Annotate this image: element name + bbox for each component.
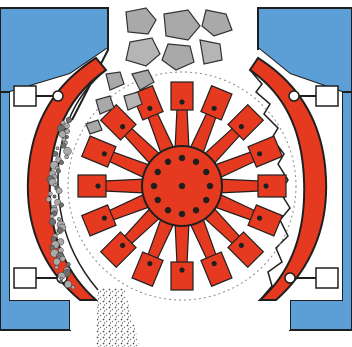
rock-fragment bbox=[56, 169, 61, 174]
rock-fragment bbox=[64, 147, 72, 155]
rock-fragment bbox=[57, 217, 61, 221]
hub-bolt-hole bbox=[151, 183, 157, 189]
rock-fragment bbox=[50, 214, 54, 218]
rock-fragment bbox=[56, 147, 59, 150]
hub-bolt-hole bbox=[165, 207, 171, 213]
rock-fragment bbox=[49, 219, 56, 226]
rock-fragment bbox=[66, 117, 72, 123]
rock-fragment bbox=[55, 265, 59, 269]
hub-bolt-hole bbox=[179, 211, 185, 217]
rock-fragment bbox=[46, 197, 51, 202]
hub-bolt-hole bbox=[193, 159, 199, 165]
rock-fragment bbox=[53, 195, 56, 198]
rock-fragment bbox=[61, 143, 66, 148]
hub-center-hole bbox=[179, 183, 185, 189]
rock-fragment bbox=[59, 203, 64, 208]
rock-fragment bbox=[53, 258, 60, 265]
rock-fragment bbox=[65, 155, 69, 159]
hub-bolt-hole bbox=[155, 169, 161, 175]
rock-fragment bbox=[48, 192, 52, 196]
rock-fragment bbox=[59, 131, 66, 138]
hub-bolt-hole bbox=[179, 155, 185, 161]
hub-bolt-hole bbox=[207, 183, 213, 189]
hub-bolt-hole bbox=[155, 197, 161, 203]
rock-fragment bbox=[53, 151, 58, 156]
rock-fragment bbox=[65, 281, 72, 288]
rock-fragment bbox=[66, 262, 70, 266]
hub-bolt-hole bbox=[203, 197, 209, 203]
rock-fragment bbox=[56, 188, 62, 194]
hub-bolt-hole bbox=[165, 159, 171, 165]
rock-fragment bbox=[71, 285, 75, 289]
hub-bolt-hole bbox=[193, 207, 199, 213]
hub-bolt-hole bbox=[203, 169, 209, 175]
rock-fragment bbox=[59, 160, 63, 164]
rock-fragment bbox=[59, 280, 62, 283]
rock-fragment bbox=[60, 256, 65, 261]
